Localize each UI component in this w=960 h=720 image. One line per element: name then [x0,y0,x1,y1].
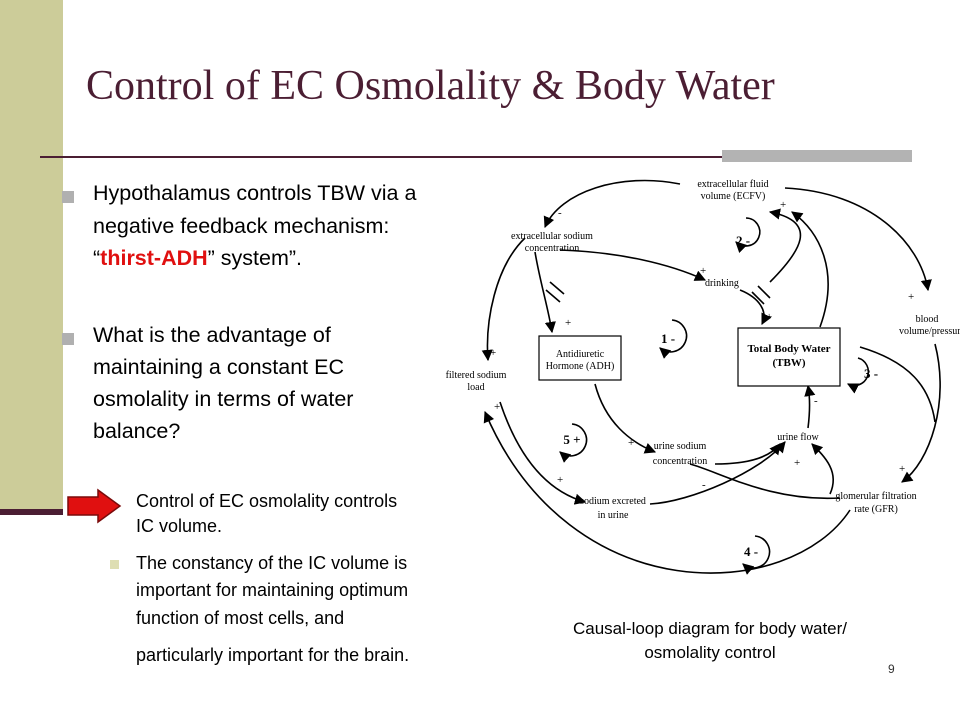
bullet-marker [62,333,74,345]
caption-line-2: osmolality control [644,643,776,662]
right-arrow-icon [67,488,122,524]
bullet-2-line-4: balance? [93,419,181,443]
node-ecna-line-1: extracellular sodium [511,231,593,242]
node-drinking: drinking [705,278,739,289]
node-ecfv-line-2: volume (ECFV) [701,191,766,202]
polarity-sign: + [766,311,772,323]
loop-label-1: 1 - [661,331,675,346]
loop-label-5: 5 + [563,432,580,447]
system-text: ” system”. [207,246,303,270]
sub-bullet-2-line-1: The constancy of the IC volume is [136,553,408,573]
bullet-1-line-3: “thirst-ADH” system”. [93,246,302,271]
node-ecna-line-2: concentration [525,243,579,254]
node-urine-flow: urine flow [777,432,819,443]
causal-loop-diagram: extracellular fluid volume (ECFV) extrac… [446,179,960,575]
polarity-sign: + [557,474,563,486]
polarity-sign: - [814,395,818,407]
bullet-2-line-3: osmolality in terms of water [93,387,354,411]
polarity-sign: + [700,265,706,277]
polarity-sign: + [565,317,571,329]
loop-label-4: 4 - [744,544,758,559]
bullet-1-line-1: Hypothalamus controls TBW via a [93,181,417,205]
polarity-sign: + [794,457,800,469]
sub-bullet-2-line-2: important for maintaining optimum [136,580,409,600]
polarity-sign: + [494,401,500,413]
node-filtered-sodium-line-2: load [467,382,484,393]
sub-bullet-1-line-1: Control of EC osmolality controls [136,491,398,511]
polarity-sign: + [628,437,634,449]
slide-title: Control of EC Osmolality & Body Water [86,63,775,109]
tbw-box [737,327,841,387]
polarity-sign: + [908,291,914,303]
bullet-2-line-2: maintaining a constant EC [93,355,344,379]
polarity-sign: - [558,207,562,219]
polarity-sign: - [702,479,706,491]
node-ecfv-line-1: extracellular fluid [697,179,768,190]
page-number: 9 [888,662,895,676]
bullet-marker [62,191,74,203]
node-tbw-line-2: (TBW) [773,357,806,369]
node-gfr-line-2: rate (GFR) [854,504,898,515]
adh-box [538,335,622,381]
sidebar-accent-tick [0,509,63,515]
polarity-sign: + [899,463,905,475]
node-gfr-line-1: glomerular filtration [835,491,916,502]
sub-bullet-2-line-4: particularly important for the brain. [136,645,410,665]
node-urine-sodium-line-1: urine sodium [654,441,707,452]
title-divider [40,156,912,158]
diagram-caption: Causal-loop diagram for body water/ osmo… [520,617,900,665]
sub-bullet-marker [110,560,119,569]
node-adh-line-1: Antidiuretic [556,349,605,360]
node-adh-line-2: Hormone (ADH) [546,361,615,372]
node-blood-volume-line-2: volume/pressure [899,326,960,337]
node-sodium-excreted-line-2: in urine [598,510,629,521]
loop-label-3: 3 - [864,366,878,381]
thirst-adh-highlight: thirst-ADH [100,246,208,270]
title-divider-accent [722,150,912,162]
node-sodium-excreted-line-1: sodium excreted [580,496,646,507]
sidebar-accent-bar [0,0,63,512]
sub-bullet-1-line-2: IC volume. [136,516,223,536]
node-filtered-sodium-line-1: filtered sodium [446,370,507,381]
loop-label-2: 2 - [736,233,750,248]
quote-open: “ [93,246,101,270]
node-urine-sodium-line-2: concentration [653,456,707,467]
polarity-sign: + [490,347,496,359]
node-blood-volume-line-1: blood [916,314,939,325]
node-tbw-line-1: Total Body Water [747,343,830,355]
bullet-2-line-1: What is the advantage of [93,323,331,347]
bullet-1-line-2: negative feedback mechanism: [93,214,390,238]
caption-line-1: Causal-loop diagram for body water/ [572,619,848,638]
sub-bullet-2-line-3: function of most cells, and [136,608,345,628]
polarity-sign: + [780,199,786,211]
